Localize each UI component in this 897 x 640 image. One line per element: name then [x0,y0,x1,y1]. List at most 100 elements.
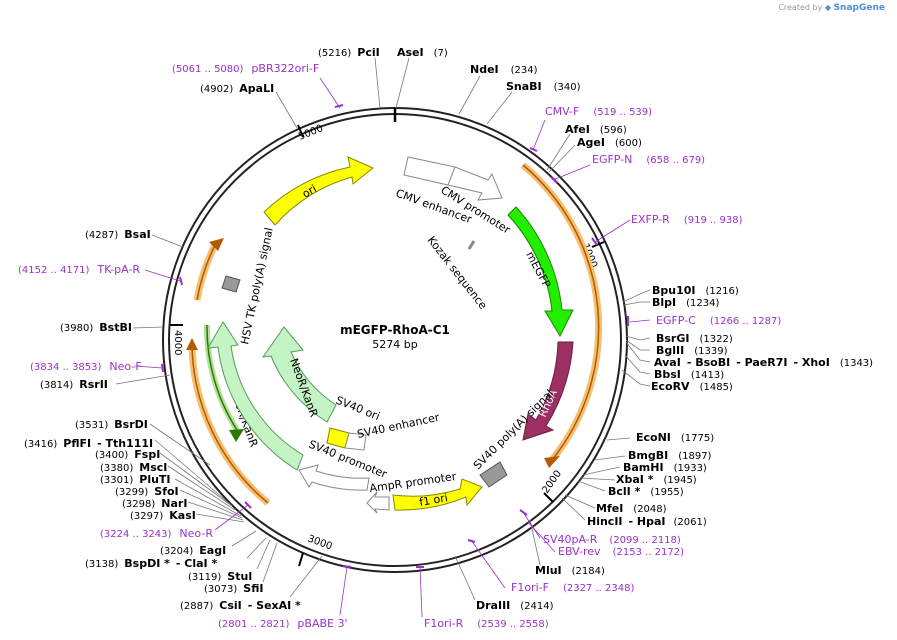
tk-pa-arc-head [209,238,224,251]
site-name-bspdi: BspDI * [124,557,170,570]
feature-label-f1-ori: f1 ori [418,491,449,509]
site-afei[interactable]: AfeI(596) [565,123,627,136]
site-pos-kasi: (3297) [130,511,163,522]
primer-pbr322ori[interactable]: (5061 .. 5080)pBR322ori-F [172,62,319,75]
site-agei[interactable]: AgeI(600) [577,136,642,149]
site-avai[interactable]: AvaI- BsoBI- PaeR7I- XhoI(1343) [654,356,873,369]
leader-sfii [262,542,278,583]
leader-mlui [529,519,541,566]
site-name-msci: MscI [139,461,167,474]
site-pos-rsrii: (3814) [40,380,73,391]
primer-name-f1orif: F1ori-F [511,581,549,594]
primer-leader-f1orir [419,565,423,618]
leader-rsrii [115,374,171,385]
site-mfei[interactable]: MfeI(2048) [596,502,667,515]
primer-pbabe3[interactable]: (2801 .. 2821)pBABE 3' [218,617,348,630]
site-name-bglii: BglII [656,344,684,357]
primer-labels[interactable]: (5061 .. 5080)pBR322ori-F CMV-F(519 .. 5… [18,62,781,630]
site-pos-bcli: (1955) [650,487,683,498]
site-name-fspi: FspI [134,448,160,461]
site-mlui[interactable]: MluI(2184) [535,564,605,577]
primer-name-tkpar: TK-pA-R [96,263,140,276]
leader-bsai [151,234,184,248]
feature-f1-ori: f1 ori [392,478,483,511]
site-ndei[interactable]: NdeI(234) [470,63,538,76]
site-bstbi[interactable]: (3980)BstBI [60,321,132,334]
site-pos-apali: (4902) [200,84,233,95]
primer-neor[interactable]: (3224 .. 3243)Neo-R [100,527,213,540]
site-pos-pluti: (3301) [100,475,133,486]
site-pluti[interactable]: (3301)PluTI [100,473,171,486]
site-name-kasi: KasI [169,509,196,522]
site-stui[interactable]: (3119)StuI [188,570,252,583]
site-blpi[interactable]: BlpI(1234) [652,296,719,309]
site-draiii[interactable]: DraIII(2414) [476,599,554,612]
site-csii[interactable]: (2887)CsiI- SexAI * [180,599,301,612]
site-sfoi[interactable]: (3299)SfoI [115,485,179,498]
primer-name-egfpc: EGFP-C [656,314,696,327]
site-bsrgi[interactable]: BsrGI(1322) [656,332,733,345]
site-bglii[interactable]: BglII(1339) [656,344,728,357]
site-bbsi[interactable]: BbsI(1413) [654,368,724,381]
primer-pos-pbabe3: (2801 .. 2821) [218,619,290,630]
primer-leader-sv40par [522,511,541,539]
site-pcil[interactable]: (5216)PciI [318,46,380,59]
site-hincii[interactable]: HincII- HpaI(2061) [587,515,707,528]
site-bcli[interactable]: BclI *(1955) [608,485,684,498]
primer-pos-neof: (3834 .. 3853) [30,362,102,373]
site-apali[interactable]: (4902)ApaLI [200,82,274,95]
site-bsrdi[interactable]: (3531)BsrDI [75,418,148,431]
primer-tkpar[interactable]: (4152 .. 4171)TK-pA-R [18,263,140,276]
primer-pos-sv40par: (2099 .. 2118) [609,535,681,546]
leader-msci [167,465,236,511]
site-xbai[interactable]: XbaI *(1945) [616,473,697,486]
neor-big-arrow [207,321,304,471]
primer-egfpn[interactable]: EGFP-N(658 .. 679) [592,153,705,166]
tick-label-2000: 2000 [540,469,564,496]
site-pos-bstbi: (3980) [60,323,93,334]
site-pos-xbai: (1945) [663,475,696,486]
site-pos-bspdi: (3138) [85,559,118,570]
feature-cmv: CMV enhancer CMV promoter [394,156,513,237]
site-sfii[interactable]: (3073)SfiI [204,582,263,595]
feature-label-sv40-ori: SV40 ori [334,394,382,423]
site-labels[interactable]: (5216)PciI AseI(7) NdeI(234) SnaBI(340) … [24,46,873,612]
site-bamhi[interactable]: BamHI(1933) [623,461,707,474]
site-pos-pflfi: (3416) [24,439,57,450]
site-pos-blpi: (1234) [686,298,719,309]
primer-ebvrev[interactable]: EBV-rev(2153 .. 2172) [558,545,684,558]
site-name-avai: AvaI [654,356,681,369]
primer-pos-f1orir: (2539 .. 2558) [477,619,549,630]
site-name-asel: AseI [397,46,424,59]
site-bpu10i[interactable]: Bpu10I(1216) [652,284,739,297]
primer-f1orif[interactable]: F1ori-F(2327 .. 2348) [511,581,634,594]
primer-mark-pbr322ori [334,104,344,108]
site-nari[interactable]: (3298)NarI [122,497,187,510]
primer-sv40par[interactable]: SV40pA-R(2099 .. 2118) [543,533,681,546]
site-asel[interactable]: AseI(7) [397,46,448,59]
neo-arc-head [186,338,198,350]
primer-neof[interactable]: (3834 .. 3853)Neo-F [30,360,142,373]
site-sep-csii: - SexAI * [248,599,301,612]
site-msci[interactable]: (3380) MscI [100,461,167,474]
feature-kozak: Kozak sequence [425,234,490,312]
site-pos-msci: (3380) [100,463,133,474]
primer-cmvf[interactable]: CMV-F(519 .. 539) [545,105,652,118]
primer-egfpc[interactable]: EGFP-C(1266 .. 1287) [656,314,781,327]
site-fspi[interactable]: (3400)FspI [95,448,160,461]
site-bspdi[interactable]: (3138)BspDI *- ClaI * [85,557,217,570]
primer-f1orir[interactable]: F1ori-R (2539 .. 2558) [424,617,549,630]
site-eagi[interactable]: (3204)EagI [160,544,226,557]
site-snabi[interactable]: SnaBI(340) [506,80,581,93]
site-bsai[interactable]: (4287)BsaI [85,228,151,241]
primer-exfpr[interactable]: EXFP-R(919 .. 938) [631,213,743,226]
site-kasi[interactable]: (3297) KasI [130,509,196,522]
site-ecorv[interactable]: EcoRV(1485) [651,380,733,393]
site-pflfi[interactable]: (3416)PflFI- Tth111I [24,437,153,450]
site-bmgbi[interactable]: BmgBI(1897) [628,449,712,462]
site-econi[interactable]: EcoNI(1775) [636,431,714,444]
primer-name-f1orir: F1ori-R [424,617,464,630]
site-pos-nari: (3298) [122,499,155,510]
site-rsrii[interactable]: (3814)RsrII [40,378,108,391]
site-pos-eagi: (3204) [160,546,193,557]
